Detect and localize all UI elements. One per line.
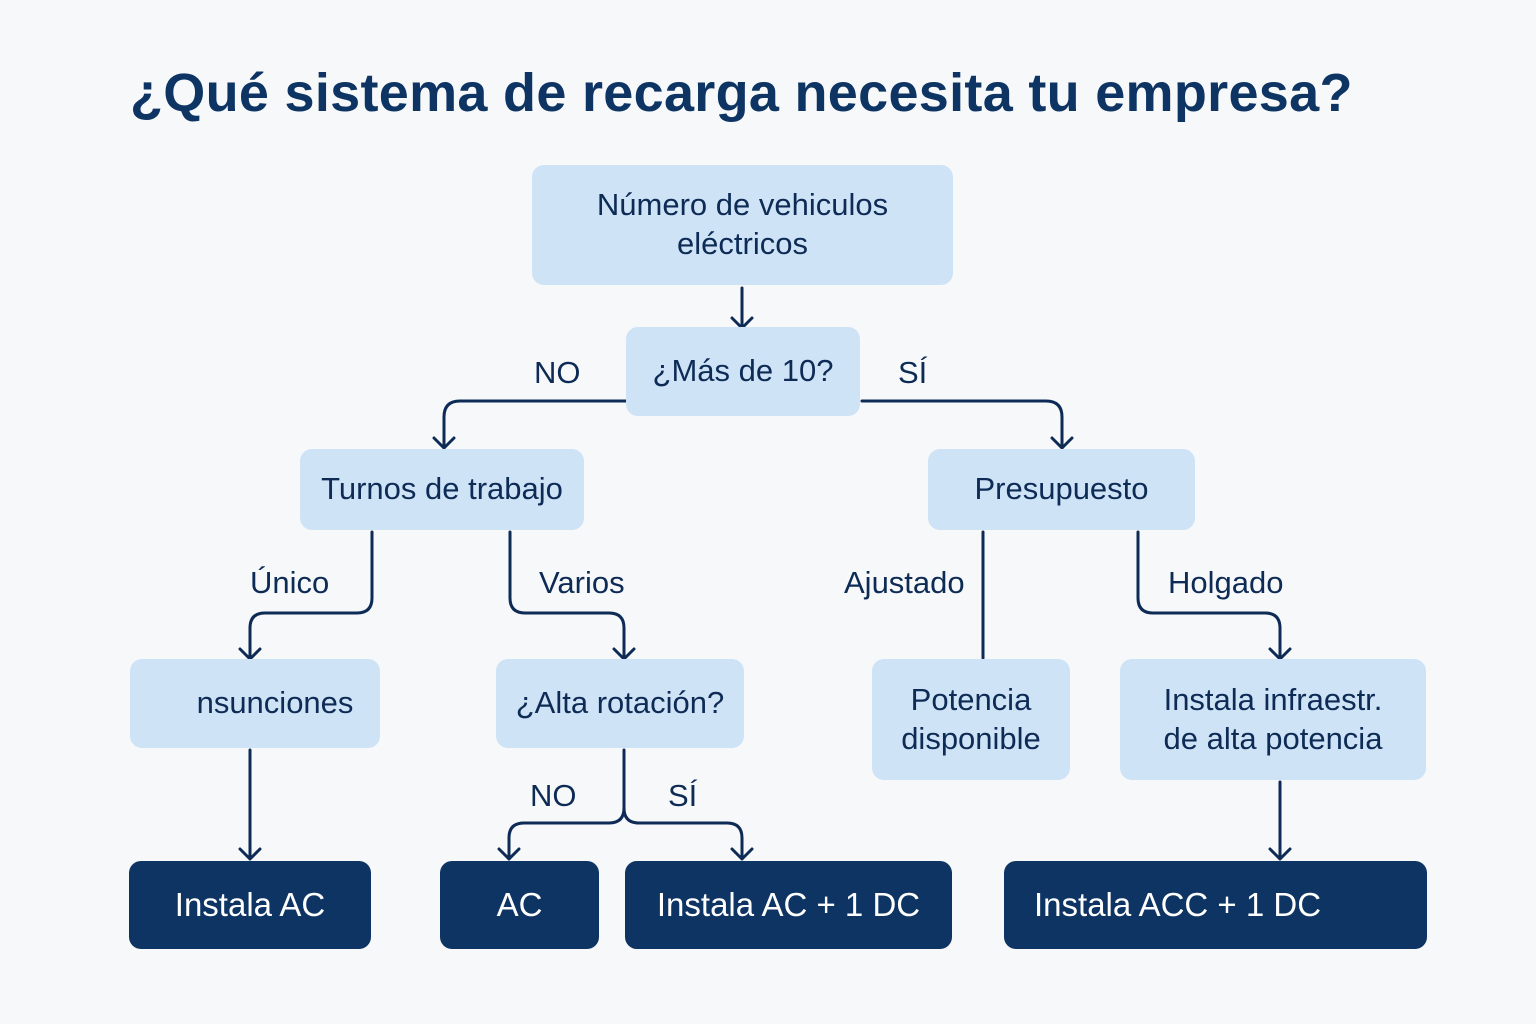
node-work-shifts: Turnos de trabajo	[300, 449, 584, 530]
node-vehicle-count-text: Número de vehiculos eléctricos	[596, 187, 889, 261]
edge-no-to-shifts	[432, 399, 628, 450]
edge-rotation-no	[497, 748, 626, 861]
edge-label-ajustado: Ajustado	[844, 565, 965, 600]
result-install-ac: Instala AC	[129, 861, 371, 949]
edge-infra-to-result	[1268, 780, 1292, 861]
edge-label-holgado: Holgado	[1168, 565, 1284, 600]
edge-functions-to-ac	[238, 748, 262, 861]
result-ac: AC	[440, 861, 599, 949]
edge-label-no-bottom: NO	[530, 778, 577, 813]
node-high-power-infra: Instala infraestr. de alta potencia	[1120, 659, 1426, 780]
node-work-shifts-text: Turnos de trabajo	[321, 471, 563, 507]
result-install-ac-dc-text: Instala AC + 1 DC	[656, 886, 921, 924]
edge-label-si-bottom: SÍ	[668, 778, 698, 813]
edge-si-to-budget	[860, 399, 1074, 450]
node-more-than-10: ¿Más de 10?	[626, 327, 860, 416]
node-high-rotation: ¿Alta rotación?	[496, 659, 744, 748]
page-title: ¿Qué sistema de recarga necesita tu empr…	[130, 63, 1353, 123]
node-functions: nsunciones	[130, 659, 380, 748]
result-ac-text: AC	[496, 886, 543, 924]
node-available-power: Potencia disponible	[872, 659, 1070, 780]
result-install-ac-dc-right-text: Instala ACC + 1 DC	[1034, 886, 1322, 924]
node-more-than-10-text: ¿Más de 10?	[652, 353, 834, 389]
result-install-ac-dc-right: Instala ACC + 1 DC	[1004, 861, 1427, 949]
edge-label-si-top: SÍ	[898, 355, 928, 390]
node-budget-text: Presupuesto	[974, 471, 1149, 507]
edge-root-to-more-than-10	[730, 286, 754, 330]
node-available-power-text: Potencia disponible	[901, 681, 1041, 756]
node-high-power-infra-text: Instala infraestr. de alta potencia	[1163, 681, 1383, 756]
edge-label-unico: Único	[250, 565, 330, 600]
edge-label-varios: Varios	[539, 565, 625, 600]
edge-rotation-si	[622, 806, 754, 861]
node-budget: Presupuesto	[928, 449, 1195, 530]
result-install-ac-dc: Instala AC + 1 DC	[625, 861, 952, 949]
result-install-ac-text: Instala AC	[174, 886, 326, 924]
node-vehicle-count: Número de vehiculos eléctricos	[532, 165, 953, 285]
node-high-rotation-text: ¿Alta rotación?	[515, 685, 725, 721]
node-functions-text: nsunciones	[196, 685, 354, 721]
edge-label-no-top: NO	[534, 355, 581, 390]
